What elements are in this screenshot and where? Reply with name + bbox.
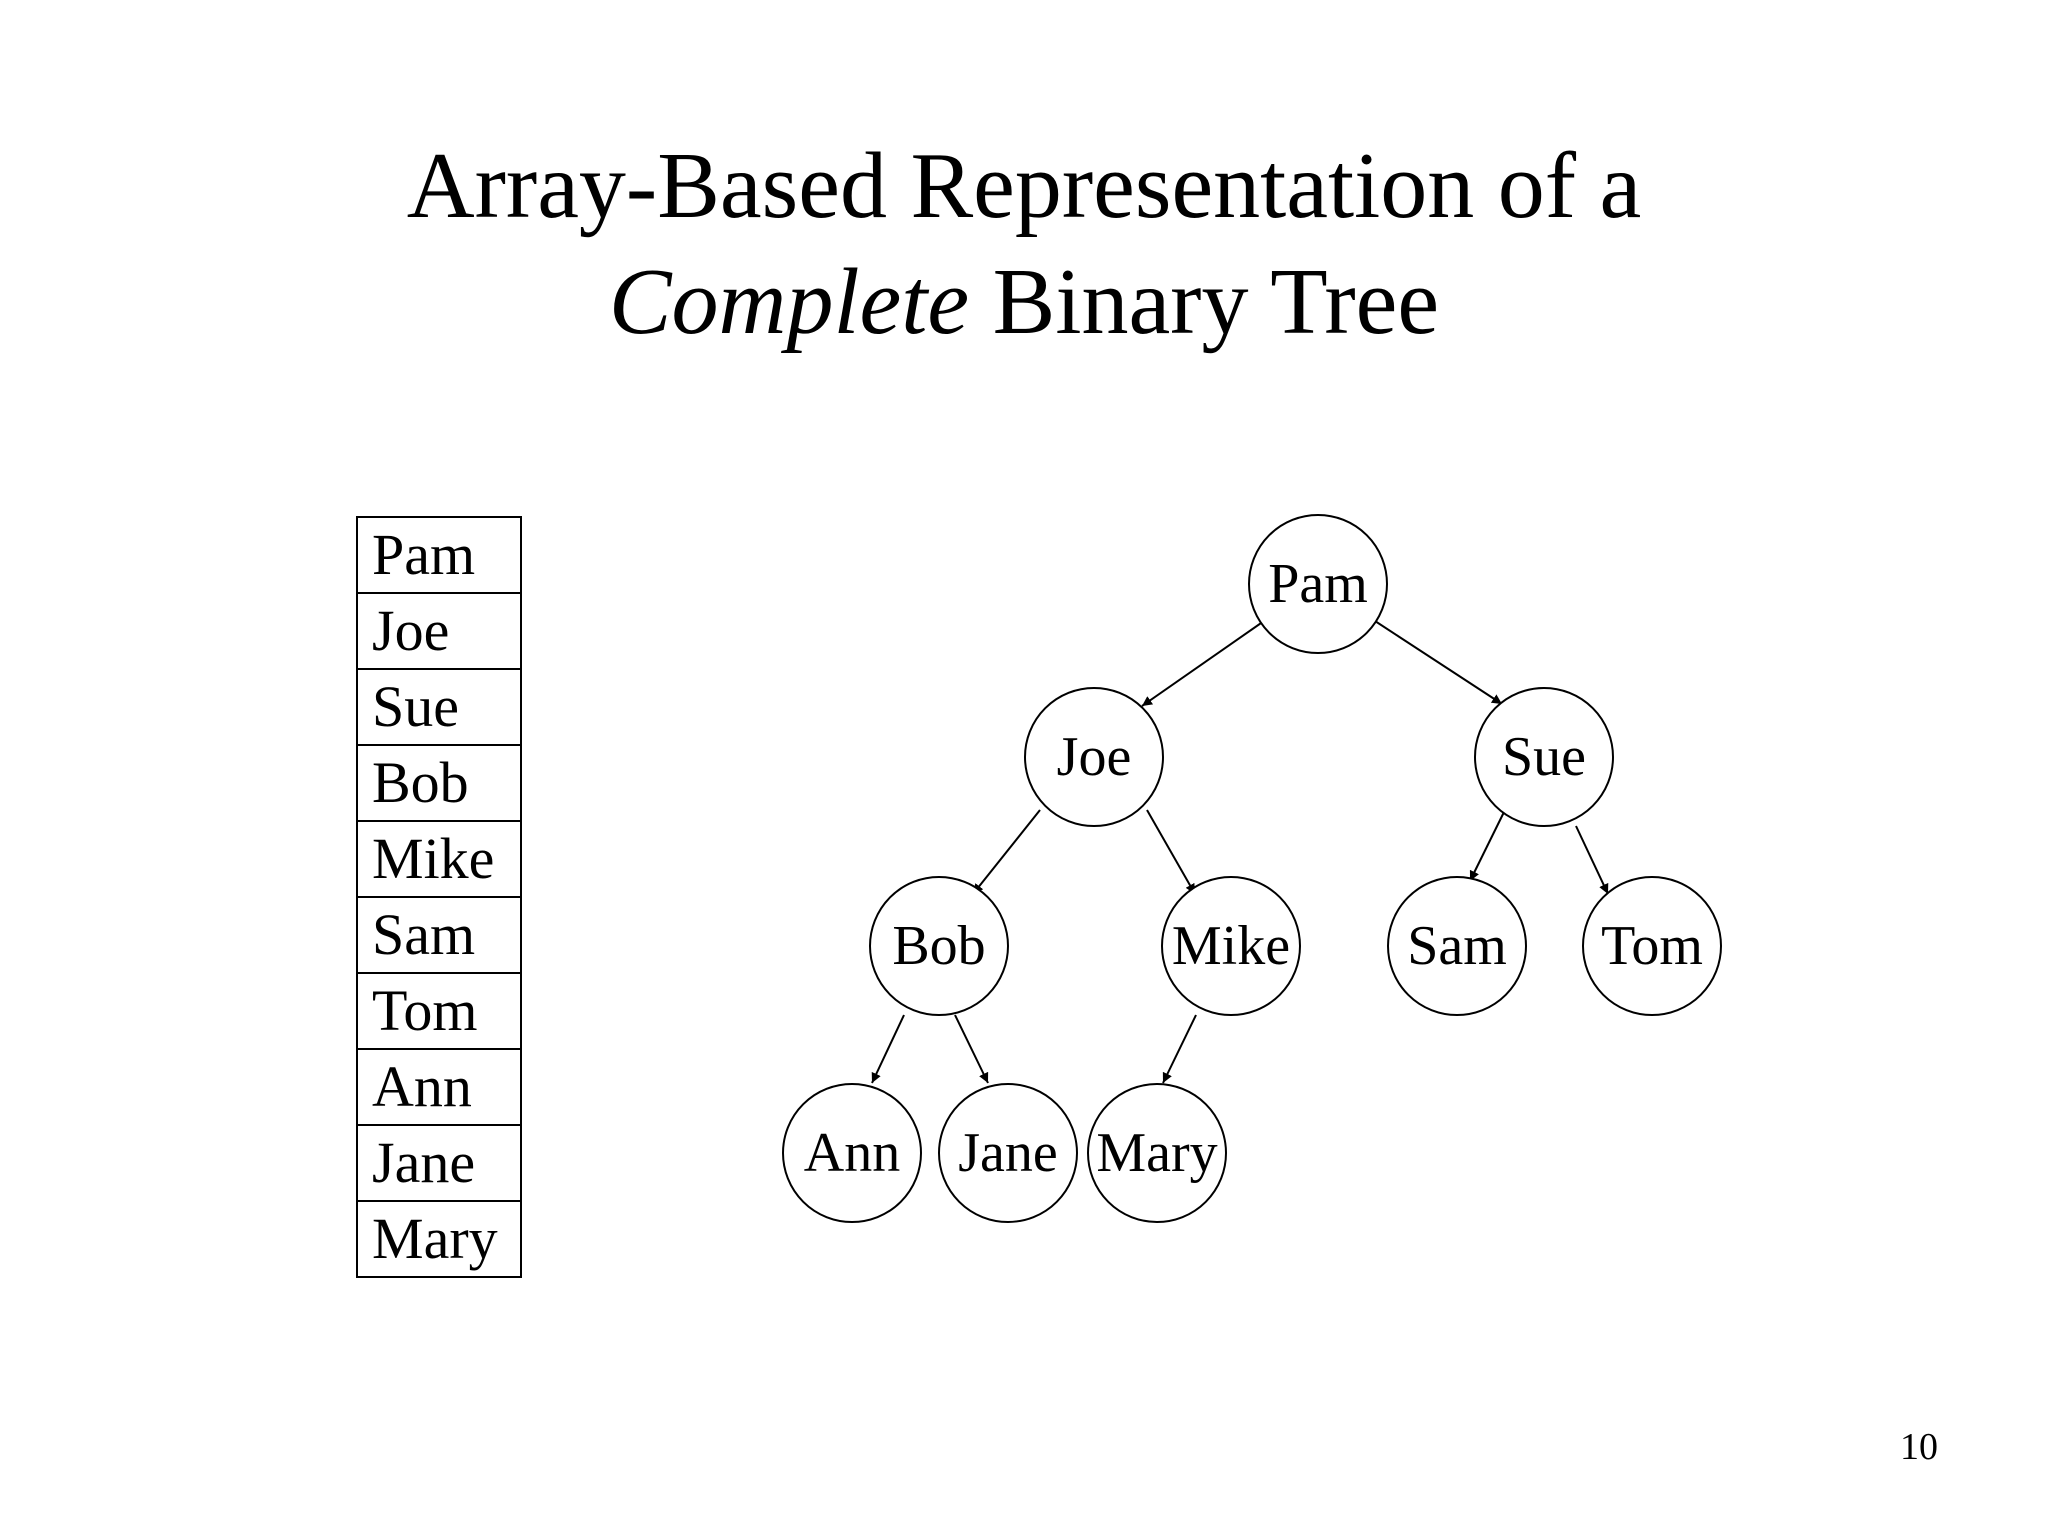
tree-node-label: Mike <box>1172 915 1290 977</box>
tree-node-label: Joe <box>1057 726 1132 788</box>
array-cell-0: Pam <box>356 516 522 594</box>
array-cell-3: Bob <box>356 744 522 822</box>
title-line-2-rest: Binary Tree <box>969 250 1440 354</box>
tree-node-label: Sue <box>1502 726 1586 788</box>
array-cell-2: Sue <box>356 668 522 746</box>
array-cell-5: Sam <box>356 896 522 974</box>
array-cell-7: Ann <box>356 1048 522 1126</box>
title-italic-word: Complete <box>608 250 970 354</box>
array-row: Bob <box>356 744 522 822</box>
array-row: Pam <box>356 516 522 594</box>
tree-node-mary: Mary <box>1087 1083 1227 1223</box>
edge-joe-mike <box>1146 809 1196 895</box>
tree-node-tom: Tom <box>1582 876 1722 1016</box>
title-line-1: Array-Based Representation of a <box>406 134 1642 238</box>
tree-node-jane: Jane <box>938 1083 1078 1223</box>
array-row: Jane <box>356 1124 522 1202</box>
array-row: Mike <box>356 820 522 898</box>
array-cell-8: Jane <box>356 1124 522 1202</box>
tree-node-joe: Joe <box>1024 687 1164 827</box>
tree-node-label: Bob <box>892 915 985 977</box>
tree-node-sam: Sam <box>1387 876 1527 1016</box>
array-cell-4: Mike <box>356 820 522 898</box>
array-cell-6: Tom <box>356 972 522 1050</box>
array-cell-9: Mary <box>356 1200 522 1278</box>
array-row: Sue <box>356 668 522 746</box>
title-line-2: Complete Binary Tree <box>0 244 2048 360</box>
edge-sue-sam <box>1469 809 1506 882</box>
tree-node-pam: Pam <box>1248 514 1388 654</box>
array-table: Pam Joe Sue Bob Mike Sam Tom Ann Jane Ma… <box>356 516 522 1278</box>
edge-bob-ann <box>871 1014 905 1084</box>
tree-node-label: Pam <box>1268 553 1368 615</box>
edge-sue-tom <box>1575 825 1609 895</box>
tree-node-mike: Mike <box>1161 876 1301 1016</box>
page-number: 10 <box>1900 1426 1938 1468</box>
tree-node-label: Jane <box>958 1122 1058 1184</box>
array-row: Tom <box>356 972 522 1050</box>
array-cell-1: Joe <box>356 592 522 670</box>
tree-node-sue: Sue <box>1474 687 1614 827</box>
edge-mike-mary <box>1162 1014 1197 1084</box>
array-row: Ann <box>356 1048 522 1126</box>
tree-node-ann: Ann <box>782 1083 922 1223</box>
edge-bob-jane <box>954 1014 989 1084</box>
tree-node-label: Ann <box>804 1122 900 1184</box>
tree-node-label: Tom <box>1601 915 1703 977</box>
tree-node-label: Mary <box>1096 1122 1217 1184</box>
array-row: Sam <box>356 896 522 974</box>
tree-node-label: Sam <box>1407 915 1507 977</box>
edge-pam-joe <box>1141 620 1265 707</box>
edge-joe-bob <box>972 809 1041 895</box>
array-row: Joe <box>356 592 522 670</box>
tree-node-bob: Bob <box>869 876 1009 1016</box>
edge-pam-sue <box>1374 620 1503 705</box>
slide-title: Array-Based Representation of a Complete… <box>0 128 2048 360</box>
array-row: Mary <box>356 1200 522 1278</box>
